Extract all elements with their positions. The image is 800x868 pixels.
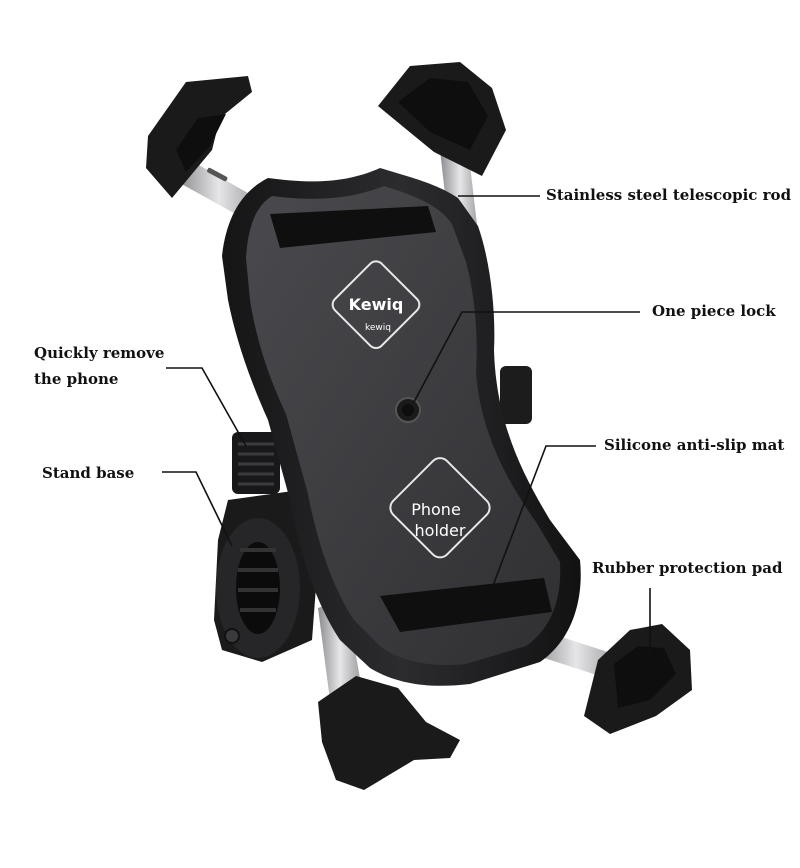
arm-slot bbox=[207, 167, 228, 182]
body-face bbox=[246, 186, 561, 666]
knob-ridges bbox=[238, 442, 274, 486]
label-rubber-pad: Rubber protection pad bbox=[592, 559, 783, 577]
label-quick-remove-line-2: the phone bbox=[34, 370, 119, 388]
quick-release-knob bbox=[232, 366, 532, 494]
line-silicone-mat bbox=[485, 445, 596, 605]
top-pad bbox=[270, 206, 436, 248]
label-stand-base: Stand base bbox=[42, 464, 135, 482]
label-telescopic-rod: Stainless steel telescopic rod bbox=[546, 186, 792, 204]
right-knob bbox=[500, 366, 532, 424]
line-quick-remove bbox=[166, 367, 247, 447]
brand-logo: Kewiq kewiq bbox=[331, 260, 421, 350]
badge-line-2: holder bbox=[415, 521, 466, 540]
grip-top-left-inner bbox=[176, 114, 226, 172]
grip-bottom-left bbox=[318, 676, 460, 790]
label-quick-remove-line-1: Quickly remove bbox=[34, 344, 165, 362]
clamp-grip bbox=[238, 548, 278, 612]
line-stand-base bbox=[162, 471, 233, 547]
badge-line-1: Phone bbox=[411, 500, 461, 519]
label-silicone-mat: Silicone anti-slip mat bbox=[604, 436, 785, 454]
callout-lines bbox=[162, 195, 651, 660]
label-quick-remove: Quickly remove the phone bbox=[34, 340, 164, 392]
lock-button-inner bbox=[402, 404, 414, 416]
rubber-grips bbox=[146, 62, 692, 790]
phone-holder-badge: Phone holder bbox=[389, 457, 491, 559]
grip-bottom-right-inner bbox=[614, 646, 676, 708]
stand-base bbox=[214, 490, 318, 662]
silicone-bottom-pad bbox=[380, 578, 552, 632]
arm-bottom-left bbox=[318, 598, 362, 700]
grip-top-right-inner bbox=[398, 78, 488, 150]
holder-body: Kewiq kewiq Phone holder bbox=[222, 168, 581, 686]
line-one-piece-lock bbox=[413, 311, 640, 403]
clamp-screw bbox=[224, 628, 240, 644]
logo-word: kewiq bbox=[365, 323, 391, 333]
logo-monogram: Kewiq bbox=[349, 295, 404, 314]
label-one-piece-lock: One piece lock bbox=[652, 302, 776, 320]
